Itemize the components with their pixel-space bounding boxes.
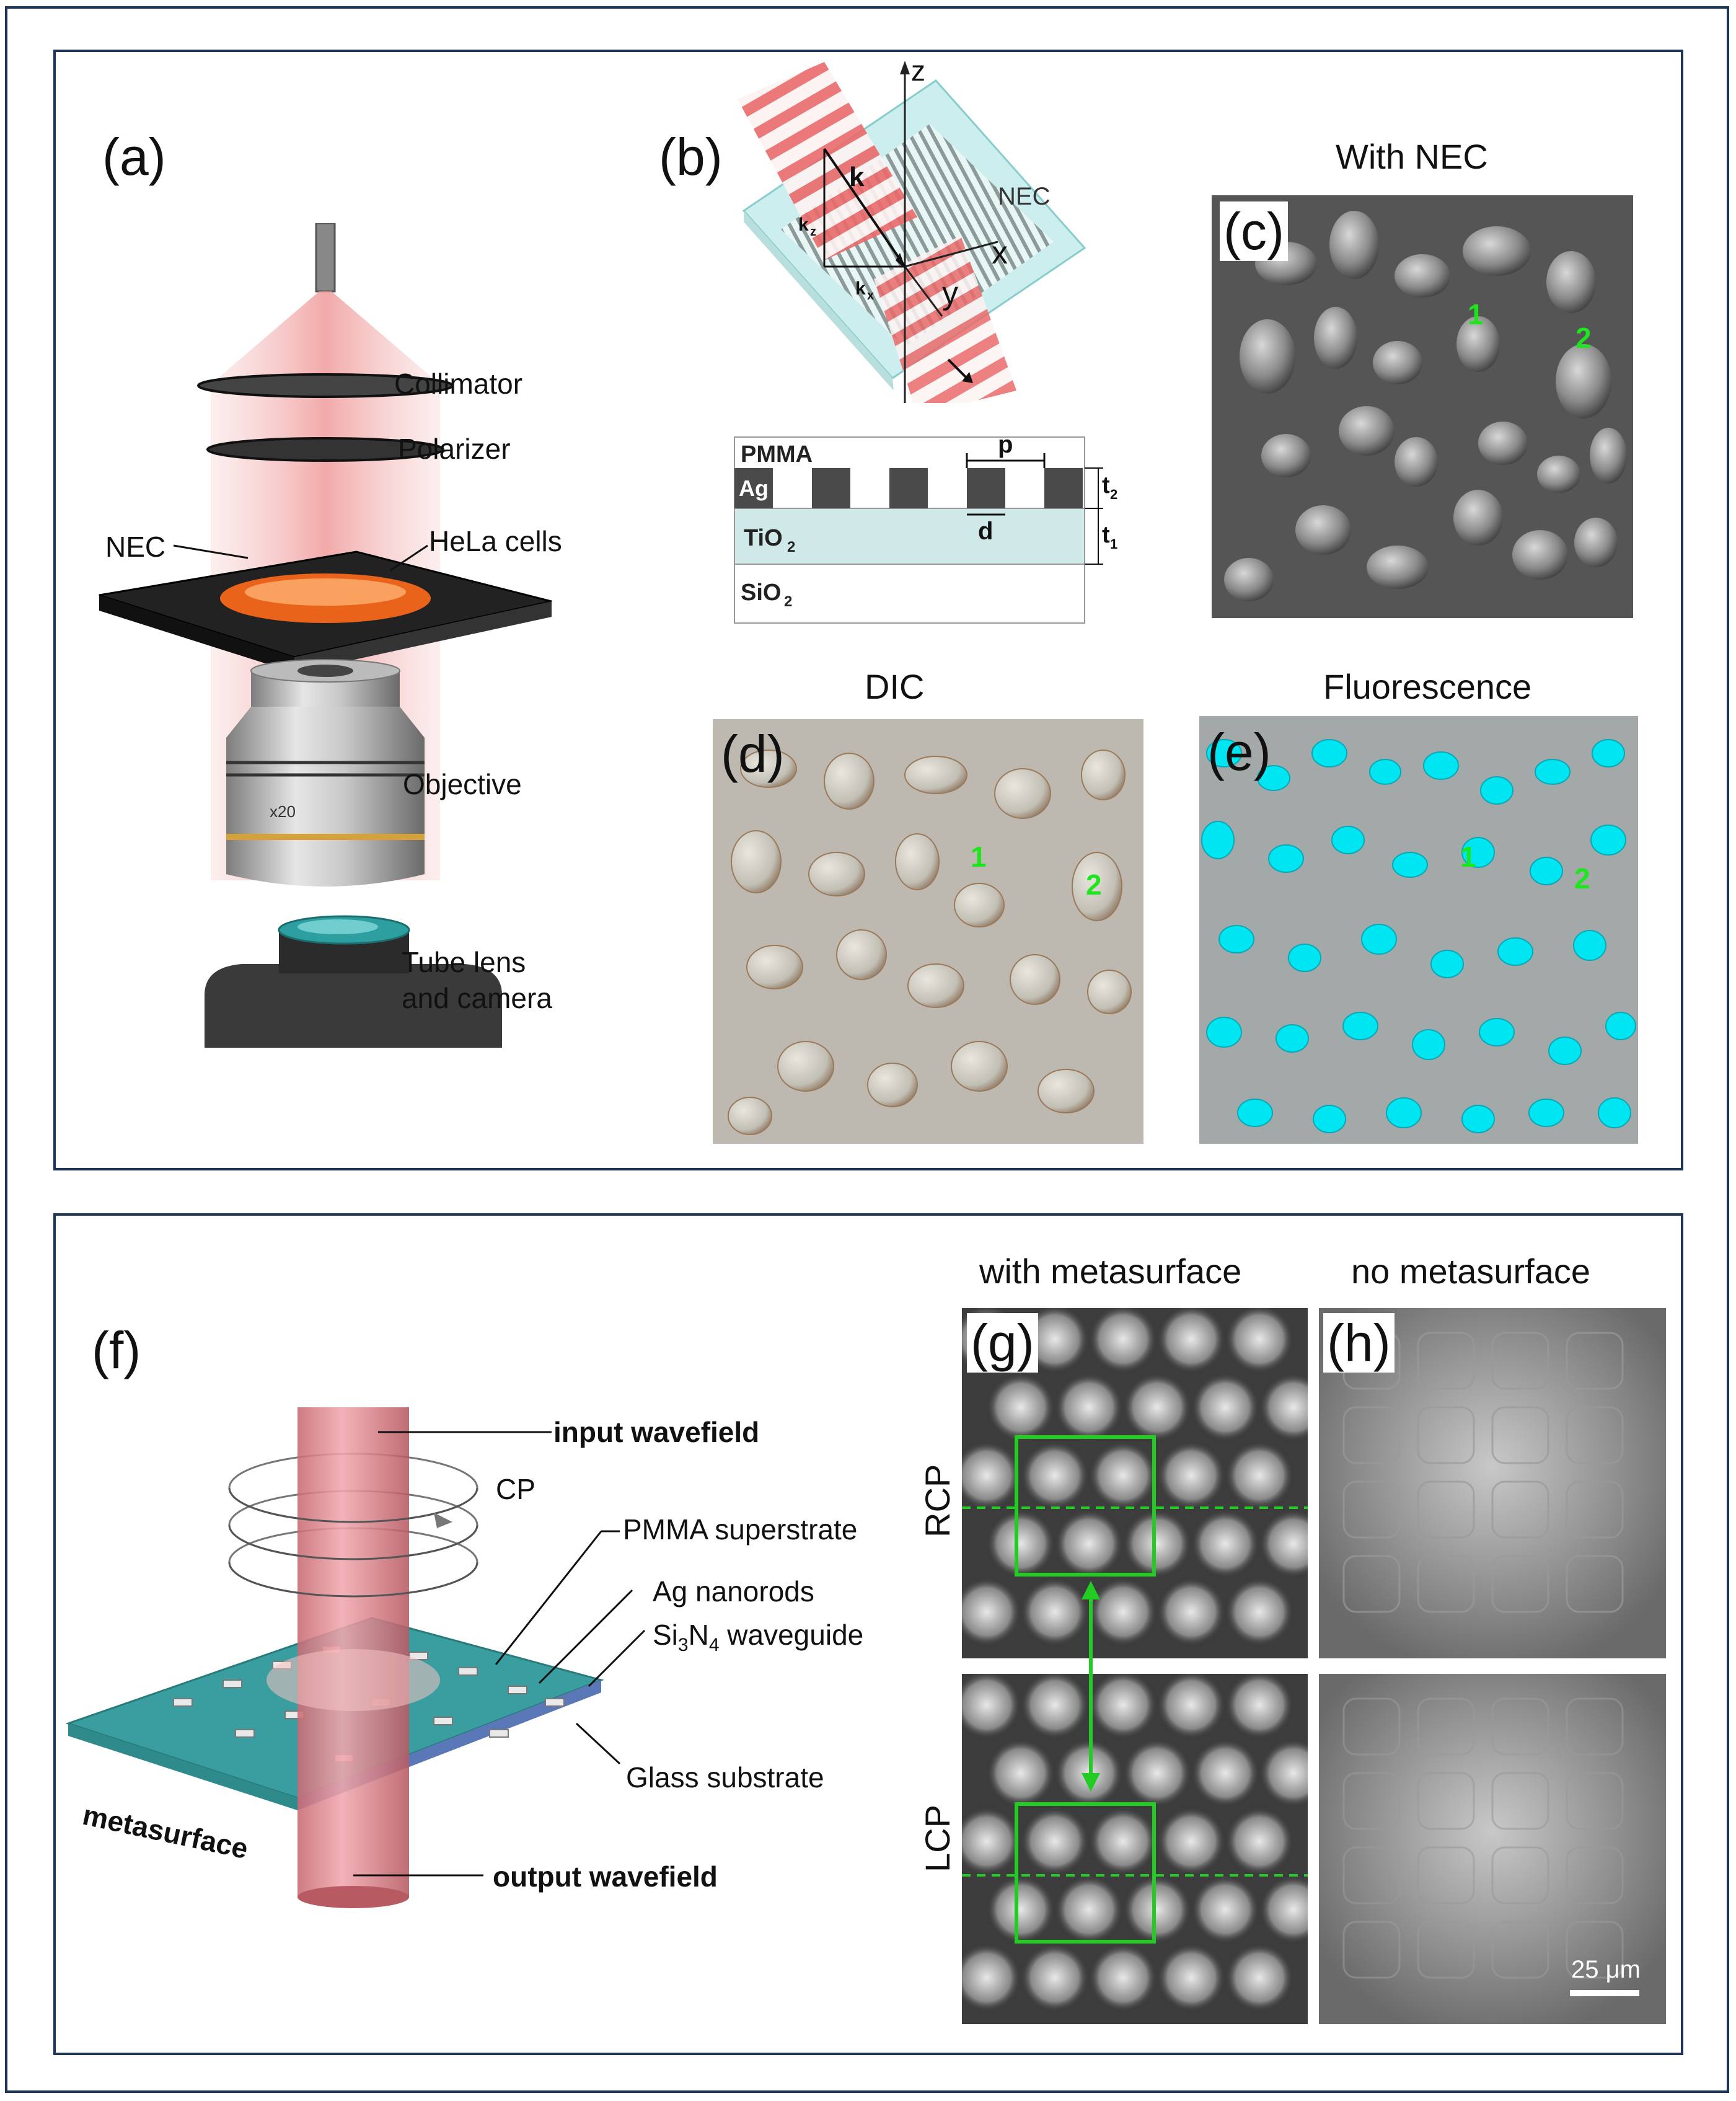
panel-e-image — [1199, 716, 1638, 1144]
svg-text:2: 2 — [787, 539, 795, 555]
panel-c-marker-2: 2 — [1575, 322, 1592, 354]
microscope-schematic: x20 — [99, 223, 552, 1048]
scale-bar-label: 25 μm — [1571, 1956, 1641, 1983]
figure-frame — [5, 6, 1729, 2093]
label-ag-nanorods: Ag nanorods — [653, 1575, 814, 1608]
panel-d-marker-1: 1 — [971, 841, 987, 873]
svg-text:PMMA: PMMA — [741, 441, 813, 467]
svg-text:z: z — [810, 225, 816, 239]
svg-text:k: k — [855, 278, 866, 299]
label-output-wavefield: output wavefield — [493, 1860, 718, 1893]
svg-text:x: x — [867, 289, 874, 303]
panel-g-lcp-image — [962, 1674, 1308, 2024]
panel-e-marker-1: 1 — [1460, 841, 1476, 873]
panel-c-marker-1: 1 — [1468, 298, 1484, 330]
svg-text:1: 1 — [1110, 536, 1117, 552]
panel-e-marker-2: 2 — [1574, 862, 1590, 895]
panel-d-title: DIC — [865, 667, 925, 706]
nec-cross-section: PMMA Ag TiO 2 SiO 2 p d t 2 t 1 — [734, 431, 1117, 624]
nec-diagram: k k z k x z x y NEC — [738, 56, 1086, 403]
bottom-panel — [53, 1213, 1683, 2055]
label-polarizer: Polarizer — [398, 433, 511, 465]
label-input-wavefield: input wavefield — [553, 1416, 760, 1448]
panel-h-label: (h) — [1323, 1313, 1395, 1373]
svg-text:2: 2 — [1110, 487, 1117, 502]
svg-text:k: k — [798, 215, 809, 235]
svg-text:t: t — [1102, 472, 1110, 498]
svg-text:p: p — [998, 431, 1013, 458]
panel-c-label: (c) — [1220, 201, 1288, 261]
panel-e-title: Fluorescence — [1323, 667, 1532, 706]
panel-g-title: with metasurface — [979, 1252, 1242, 1291]
label-glass-substrate: Glass substrate — [626, 1761, 824, 1794]
panel-g-label: (g) — [967, 1313, 1038, 1373]
svg-text:x20: x20 — [270, 802, 296, 821]
label-objective: Objective — [403, 768, 522, 800]
panel-h-title: no metasurface — [1351, 1252, 1590, 1291]
label-waveguide: Si3N4 waveguide — [653, 1619, 864, 1656]
panel-c-image — [1212, 195, 1633, 618]
label-camera: and camera — [402, 982, 552, 1014]
panel-a-label: (a) — [102, 128, 166, 186]
label-hela: HeLa cells — [429, 525, 562, 557]
label-tube-lens: Tube lens — [402, 946, 526, 978]
top-panel — [53, 50, 1683, 1170]
svg-text:Ag: Ag — [739, 475, 769, 501]
label-cp: CP — [496, 1473, 535, 1505]
label-nec: NEC — [105, 531, 166, 563]
svg-text:NEC: NEC — [998, 183, 1050, 210]
svg-text:TiO: TiO — [744, 525, 783, 551]
svg-text:z: z — [911, 56, 925, 87]
svg-text:x: x — [992, 235, 1008, 271]
panel-e-label: (e) — [1207, 723, 1271, 781]
panel-h-lcp-image — [1319, 1674, 1666, 2024]
svg-text:d: d — [978, 518, 993, 545]
label-pmma-superstrate: PMMA superstrate — [623, 1513, 858, 1546]
panel-d-marker-2: 2 — [1086, 869, 1102, 901]
svg-text:y: y — [942, 275, 958, 311]
panel-d-image — [713, 719, 1143, 1144]
metasurface-schematic — [65, 1407, 646, 1908]
label-lcp: LCP — [918, 1805, 957, 1872]
svg-text:SiO: SiO — [741, 580, 781, 606]
label-rcp: RCP — [918, 1464, 957, 1537]
svg-text:2: 2 — [784, 593, 792, 610]
panel-f-label: (f) — [92, 1321, 141, 1379]
svg-text:k: k — [849, 162, 865, 192]
panel-d-label: (d) — [721, 725, 785, 783]
rcp-lcp-arrow — [1082, 1581, 1100, 1792]
panel-c-title: With NEC — [1336, 137, 1488, 176]
panel-b-label: (b) — [659, 128, 723, 186]
polarizer-lens — [206, 437, 444, 462]
svg-text:t: t — [1102, 522, 1110, 548]
label-collimator: Collimator — [394, 368, 523, 400]
camera-body — [205, 964, 502, 1048]
collimator-lens — [197, 373, 454, 398]
